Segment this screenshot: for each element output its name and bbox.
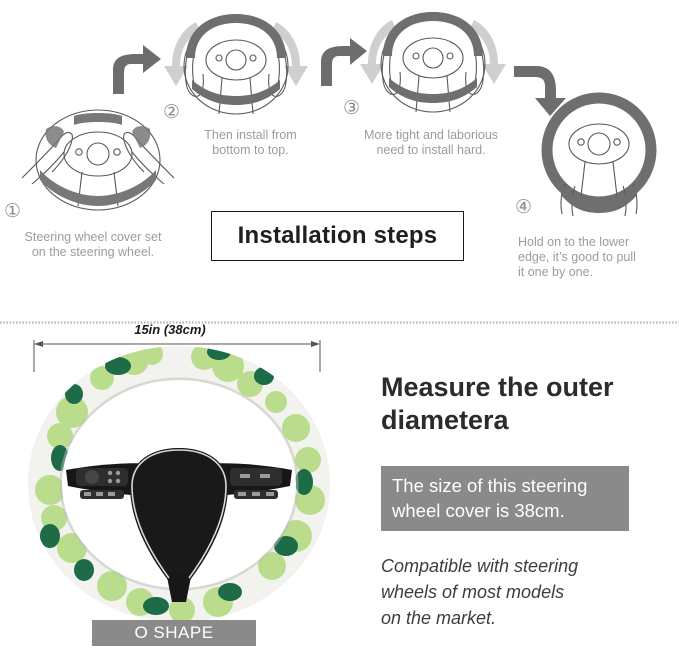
connector-arrow-3-icon — [512, 58, 574, 120]
shape-badge-label: O SHAPE — [134, 623, 214, 642]
connector-arrow-1-icon — [103, 42, 165, 97]
measure-headline: Measure the outer diametera — [381, 372, 614, 435]
compatibility-note: Compatible with steering wheels of most … — [381, 556, 579, 628]
installation-steps-title-box: Installation steps — [211, 211, 464, 261]
step-3-number: ③ — [343, 97, 361, 119]
installation-steps-title: Installation steps — [237, 222, 438, 249]
step-1-caption: Steering wheel cover set on the steering… — [24, 230, 162, 259]
connector-arrow-2-icon — [313, 36, 371, 88]
size-callout-box: The size of this steering wheel cover is… — [381, 466, 629, 531]
installation-steps-section: ① Steering wheel cover set on the steeri… — [0, 0, 679, 310]
step-2-illustration — [162, 4, 310, 128]
step-3-caption: More tight and laborious need to install… — [363, 128, 499, 157]
step-4-number: ④ — [515, 196, 533, 218]
step-2-number: ② — [163, 101, 181, 123]
size-callout-text: The size of this steering wheel cover is… — [392, 475, 588, 521]
dimension-label: 15in (38cm) — [134, 322, 206, 337]
section-divider — [0, 311, 679, 324]
step-1-illustration — [8, 92, 188, 222]
shape-badge: O SHAPE — [92, 620, 256, 646]
dimension-arrow — [32, 338, 322, 372]
step-3-illustration — [358, 4, 508, 128]
step-1-number: ① — [4, 200, 22, 222]
step-4-caption: Hold on to the lower edge, it’s good to … — [518, 235, 636, 279]
product-photo-steering-wheel-cover — [14, 340, 344, 630]
step-4-illustration — [525, 92, 673, 218]
step-2-caption: Then install from bottom to top. — [204, 128, 297, 157]
